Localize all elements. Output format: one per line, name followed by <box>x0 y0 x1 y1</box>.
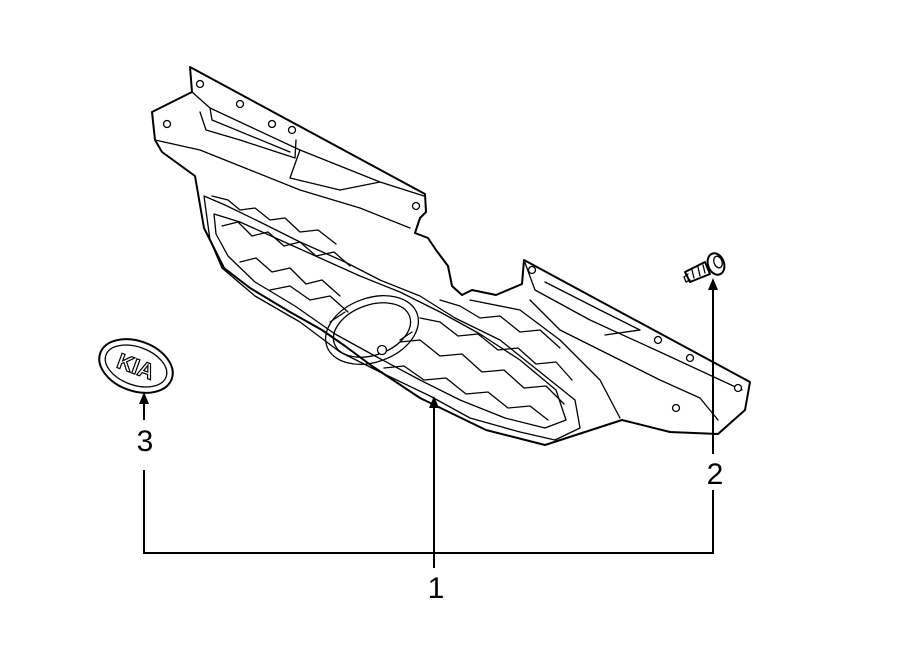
grille-assembly <box>151 66 751 446</box>
arrow-head-icon <box>429 396 439 408</box>
arrow-head-icon <box>139 392 149 404</box>
mount-hole <box>376 344 388 356</box>
mount-hole <box>235 99 245 109</box>
callout-2: 2 <box>707 458 724 491</box>
grille-opening <box>203 195 581 441</box>
callout-1: 1 <box>428 572 445 605</box>
mount-hole <box>195 79 205 89</box>
mount-hole <box>685 353 695 363</box>
callout-3: 3 <box>137 425 154 458</box>
leader-lines <box>139 278 718 568</box>
mount-hole <box>527 265 537 275</box>
grille-outline <box>151 66 751 446</box>
mount-hole <box>287 125 297 135</box>
mount-hole <box>671 403 681 413</box>
mount-hole <box>162 119 172 129</box>
kia-emblem: KIA <box>98 338 174 394</box>
grille-emblem-mount <box>324 295 420 365</box>
mount-hole <box>653 335 663 345</box>
mount-hole <box>267 119 277 129</box>
mount-hole <box>411 201 421 211</box>
screw <box>683 252 726 283</box>
mount-hole <box>733 383 743 393</box>
arrow-head-icon <box>708 278 718 290</box>
